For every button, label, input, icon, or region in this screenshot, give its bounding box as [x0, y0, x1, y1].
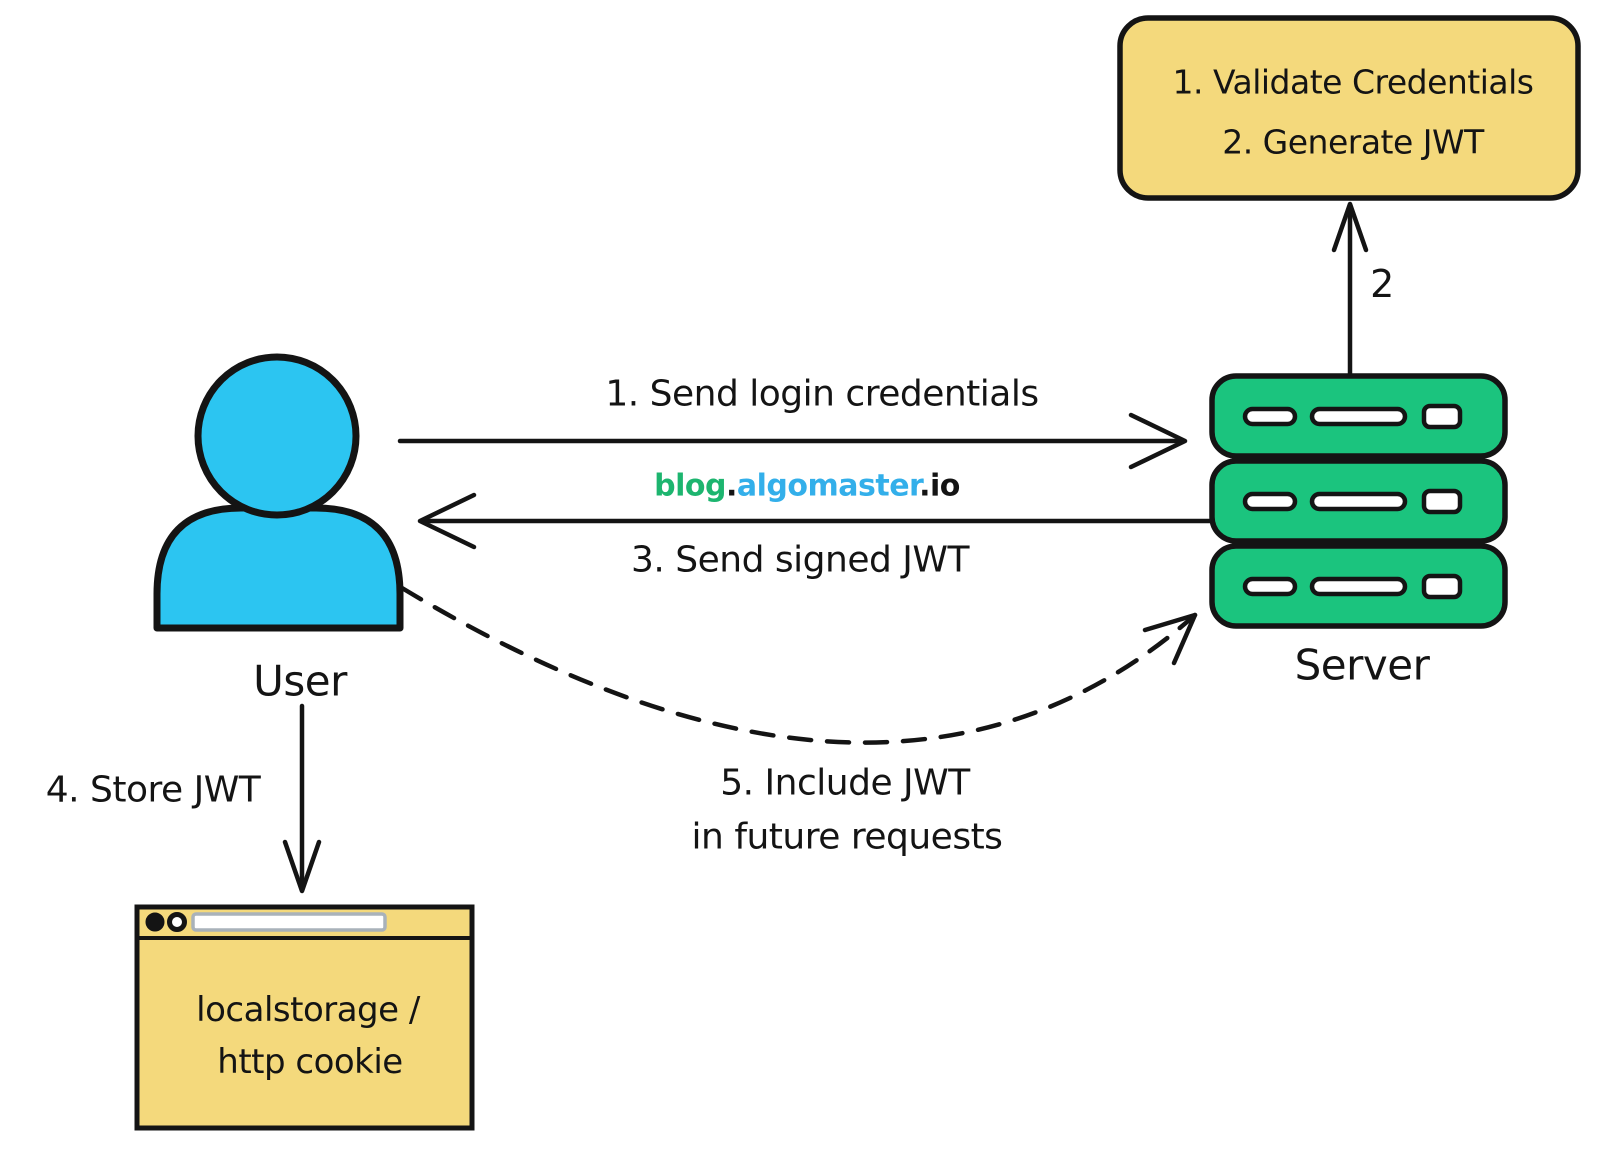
server-led-long: [1309, 406, 1408, 427]
server-led-long: [1309, 576, 1408, 597]
watermark-dot-1: .: [725, 468, 737, 504]
server-rack-3: [1209, 543, 1508, 629]
watermark-io: io: [929, 468, 960, 504]
server-button: [1421, 403, 1463, 430]
edge-label-send-login-credentials: 1. Send login credentials: [605, 373, 1039, 415]
arrow-generate-jwt: [1331, 201, 1369, 377]
server-led-long: [1309, 491, 1408, 512]
browser-dot-outline-icon: [167, 912, 187, 932]
user-icon: [153, 353, 404, 632]
watermark-dot-2: .: [919, 468, 930, 504]
browser-frame: [134, 904, 475, 1131]
arrow-include-jwt-dashed: [399, 585, 1198, 745]
server-icon: [1209, 373, 1508, 629]
user-head: [194, 353, 360, 519]
user-body: [153, 504, 404, 632]
watermark-algomaster: algomaster: [736, 468, 920, 504]
process-note-line-2: 2. Generate JWT: [1222, 122, 1484, 162]
browser-window: [134, 904, 475, 1131]
arrow-send-signed-jwt: [417, 492, 1215, 550]
browser-dot-filled-icon: [145, 912, 165, 932]
server-led-short: [1242, 406, 1298, 427]
process-note-line-1: 1. Validate Credentials: [1172, 62, 1535, 102]
watermark: blog.algomaster.io: [654, 469, 960, 504]
server-led-short: [1242, 576, 1298, 597]
arrow-send-login-credentials: [397, 412, 1188, 470]
process-note-box: [1117, 15, 1581, 201]
edge-label-store-jwt: 4. Store JWT: [45, 769, 261, 811]
server-label: Server: [1294, 640, 1430, 690]
watermark-blog: blog: [654, 468, 726, 504]
edge-label-include-jwt-line-2: in future requests: [691, 816, 1003, 858]
user-label: User: [253, 656, 347, 706]
server-rack-1: [1209, 373, 1508, 459]
edge-label-send-signed-jwt: 3. Send signed JWT: [631, 539, 969, 581]
storage-label-line-2: http cookie: [217, 1042, 403, 1082]
server-button: [1421, 573, 1463, 600]
storage-label-line-1: localstorage /: [196, 990, 420, 1030]
server-button: [1421, 488, 1463, 515]
edge-label-include-jwt-line-1: 5. Include JWT: [720, 762, 970, 804]
server-led-short: [1242, 491, 1298, 512]
arrow-store-jwt: [282, 703, 322, 894]
browser-address-bar: [191, 912, 387, 932]
server-rack-2: [1209, 458, 1508, 544]
edge-label-generate-step: 2: [1370, 262, 1394, 306]
